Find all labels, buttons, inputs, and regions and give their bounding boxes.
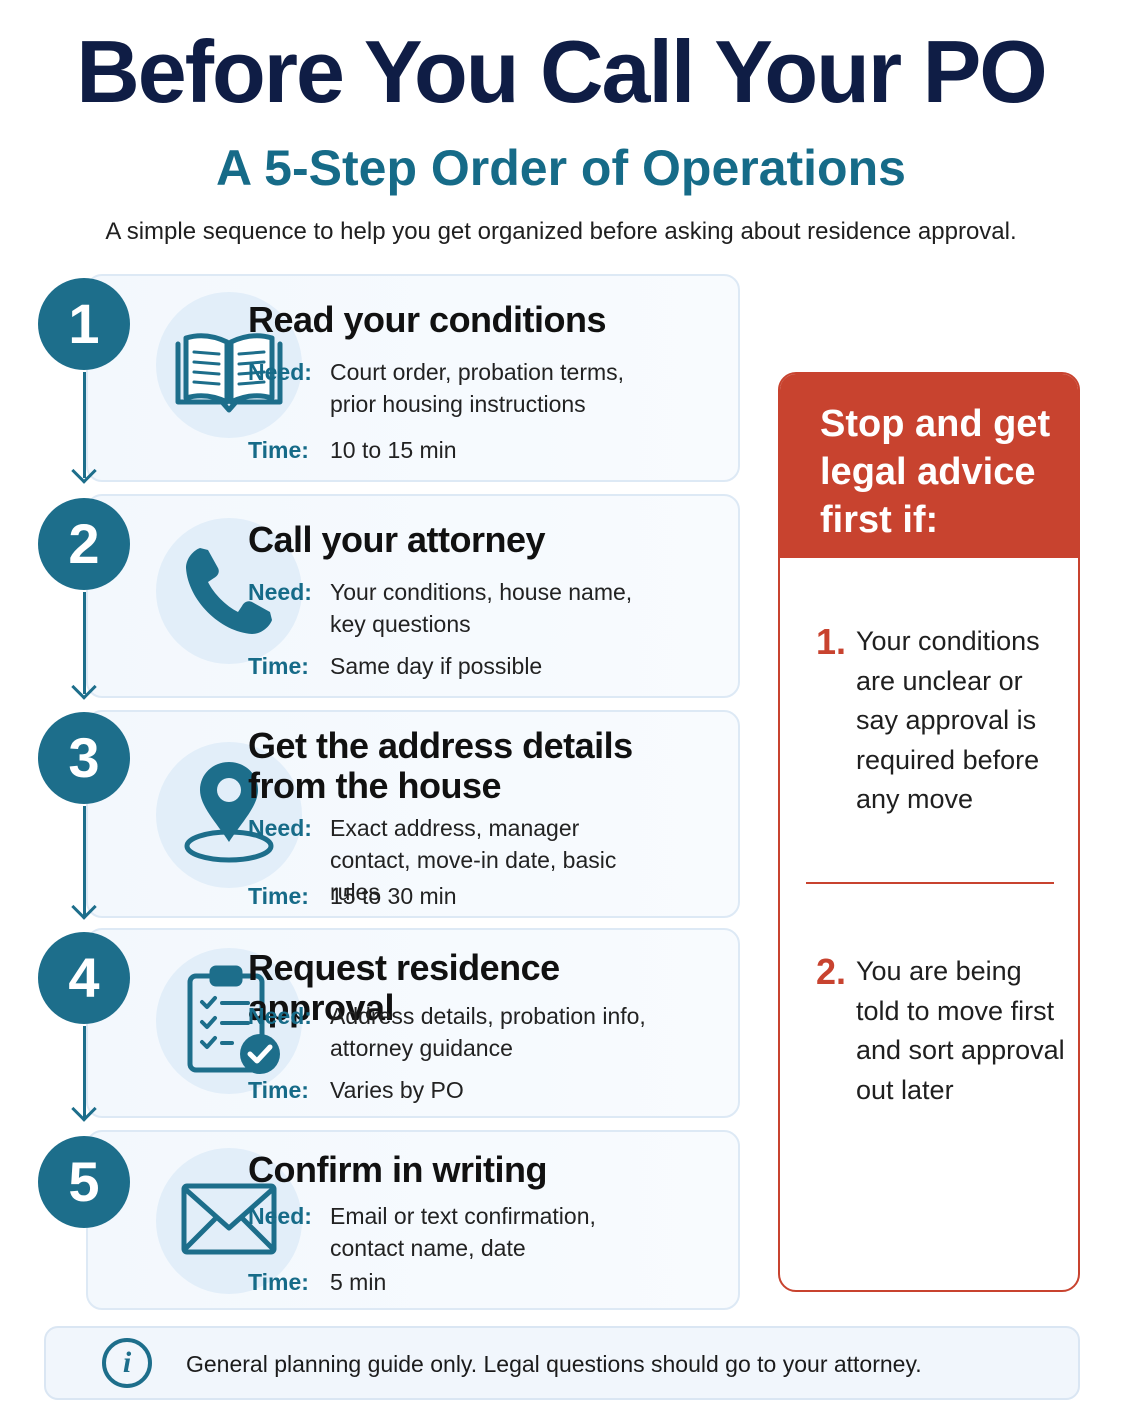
envelope-icon bbox=[181, 1183, 277, 1255]
step-time-label-3: Time: bbox=[248, 883, 309, 909]
step-need-value-1: Court order, probation terms, prior hous… bbox=[330, 359, 625, 417]
step-connector-2-3 bbox=[83, 592, 86, 694]
step-time-value-2: Same day if possible bbox=[330, 653, 543, 679]
step-time-label-2: Time: bbox=[248, 653, 309, 679]
intro-text: A simple sequence to help you get organi… bbox=[105, 218, 1017, 245]
step-time-label-4: Time: bbox=[248, 1077, 309, 1103]
step-need-label-4: Need: bbox=[248, 1003, 312, 1029]
clipboard-checklist-icon bbox=[187, 965, 280, 1074]
step-connector-4-5 bbox=[83, 1026, 86, 1118]
step-need-label-2: Need: bbox=[248, 579, 312, 605]
step-need-value-5: Email or text confirmation, contact name… bbox=[330, 1203, 596, 1261]
step-connector-3-4 bbox=[83, 806, 86, 916]
legal-advice-warning-card: Stop and get legal advice first if: 1. Y… bbox=[778, 372, 1080, 1292]
step-number-4: 4 bbox=[38, 932, 130, 1024]
step-number-1: 1 bbox=[38, 278, 130, 370]
step-need-value-3: Exact address, manager contact, move-in … bbox=[330, 815, 617, 905]
step-need-label-3: Need: bbox=[248, 815, 312, 841]
step-time-label-1: Time: bbox=[248, 437, 309, 463]
warning-item-number-2: 2. bbox=[816, 951, 847, 992]
warning-item-number-1: 1. bbox=[816, 621, 847, 662]
step-title-4: Request residence approval bbox=[248, 947, 560, 1028]
step-need-value-4: Address details, probation info, attorne… bbox=[330, 1003, 646, 1061]
step-time-value-1: 10 to 15 min bbox=[330, 437, 457, 463]
open-book-icon bbox=[175, 333, 283, 413]
footer-text: General planning guide only. Legal quest… bbox=[186, 1351, 922, 1377]
page-title: Before You Call Your PO bbox=[76, 22, 1047, 121]
page-subtitle: A 5-Step Order of Operations bbox=[216, 140, 906, 196]
step-need-label-1: Need: bbox=[248, 359, 312, 385]
phone-icon bbox=[186, 548, 272, 634]
step-icon-circle-3 bbox=[156, 742, 302, 888]
footer-disclaimer: i General planning guide only. Legal que… bbox=[44, 1326, 1080, 1400]
step-connector-1-2 bbox=[83, 372, 86, 478]
step-title-2: Call your attorney bbox=[248, 519, 546, 560]
warning-title: Stop and get legal advice first if: bbox=[820, 403, 1051, 541]
warning-item-text-2: You are being told to move first and sor… bbox=[856, 956, 1065, 1105]
info-icon: i bbox=[102, 1338, 152, 1388]
warning-divider bbox=[806, 882, 1054, 884]
step-need-label-5: Need: bbox=[248, 1203, 312, 1229]
step-time-value-5: 5 min bbox=[330, 1269, 387, 1295]
step-title-1: Read your conditions bbox=[248, 299, 607, 340]
step-time-value-4: Varies by PO bbox=[330, 1077, 464, 1103]
warning-header: Stop and get legal advice first if: bbox=[780, 374, 1078, 558]
step-icon-circle-1 bbox=[156, 292, 302, 438]
step-need-value-2: Your conditions, house name, key questio… bbox=[330, 579, 633, 637]
step-icon-circle-4 bbox=[156, 948, 302, 1094]
warning-item-text-1: Your conditions are unclear or say appro… bbox=[856, 626, 1040, 814]
step-time-value-3: 15 to 30 min bbox=[330, 883, 457, 909]
step-title-3: Get the address details from the house bbox=[248, 725, 633, 806]
step-icon-circle-2 bbox=[156, 518, 302, 664]
map-pin-icon bbox=[184, 762, 274, 863]
step-time-label-5: Time: bbox=[248, 1269, 309, 1295]
step-icon-circle-5 bbox=[156, 1148, 302, 1294]
step-number-2: 2 bbox=[38, 498, 130, 590]
step-number-5: 5 bbox=[38, 1136, 130, 1228]
step-number-3: 3 bbox=[38, 712, 130, 804]
step-title-5: Confirm in writing bbox=[248, 1149, 547, 1190]
